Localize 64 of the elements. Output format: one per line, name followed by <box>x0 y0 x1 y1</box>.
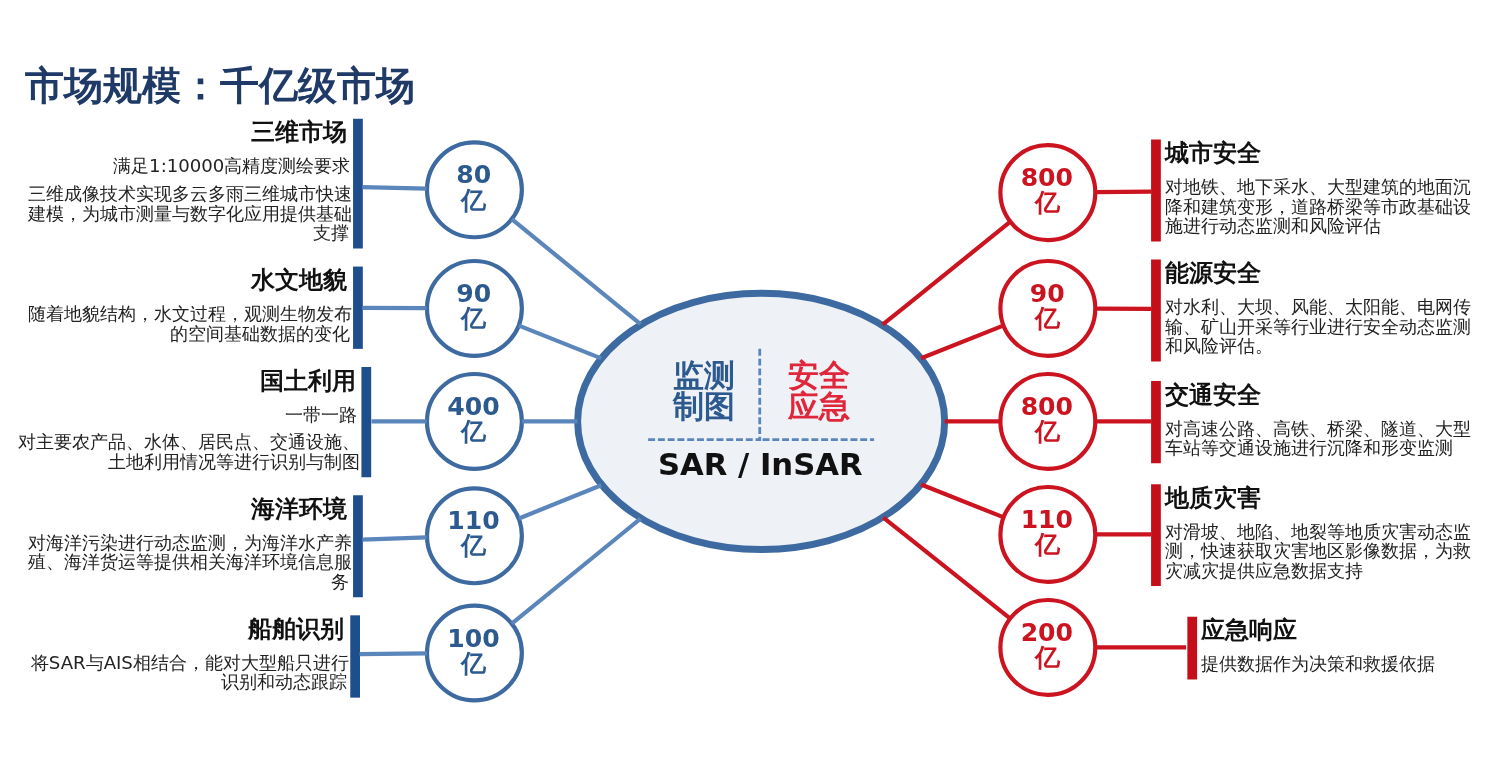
node-label: 三维市场 <box>251 117 348 146</box>
connector <box>518 482 602 520</box>
node-box <box>1187 616 1198 679</box>
connector <box>1095 531 1152 536</box>
node-label: 船舶识别 <box>248 614 345 643</box>
connector <box>920 482 1004 519</box>
node-label: 对海洋污染进行动态监测，为海洋水产养殖、海洋货运等提供相关海洋环境信息服务 <box>28 531 353 592</box>
node-label: 应急响应 <box>1201 615 1298 644</box>
connector <box>371 418 427 423</box>
node-label: 对高速公路、高铁、桥梁、隧道、大型车站等交通设施进行沉降和形变监测 <box>1165 417 1472 458</box>
node-box <box>353 494 363 597</box>
node-circle: 800亿 <box>998 371 1098 471</box>
node-label: 对水利、大坝、风能、太阳能、电网传输、矿山开采等行业进行安全动态监测和风险评估。 <box>1165 295 1472 356</box>
node-label: 三维成像技术实现多云多雨三维城市快速建模，为城市测量与数字化应用提供基础支撑 <box>28 182 353 243</box>
node-label: 城市安全 <box>1165 138 1262 167</box>
connector <box>881 219 1012 326</box>
node-label: 提供数据作为决策和救援依据 <box>1201 652 1436 674</box>
node-label: 海洋环境 <box>251 494 348 523</box>
node-label: 满足1:10000高精度测绘要求 <box>113 154 351 176</box>
node-box <box>353 118 363 248</box>
node-ellipse: 监测制图 安全应急 SAR / InSAR <box>574 289 949 553</box>
node-box <box>1151 380 1161 463</box>
connector <box>1095 418 1152 423</box>
connector <box>510 217 642 326</box>
node-circle: 80亿 <box>424 139 524 239</box>
node-circle: 100亿 <box>424 602 524 702</box>
node-circle: 110亿 <box>998 484 1098 584</box>
node-circle: 90亿 <box>424 258 524 358</box>
node-circle: 110亿 <box>424 485 524 585</box>
node-label: 水文地貌 <box>251 265 348 294</box>
connector <box>362 534 427 542</box>
diagram-title: 市场规模：千亿级市场 <box>25 62 416 108</box>
connector <box>359 650 427 656</box>
node-circle: 400亿 <box>424 371 524 471</box>
connector <box>522 418 578 423</box>
connector <box>1095 644 1187 649</box>
node-box <box>1151 483 1161 586</box>
node-box <box>1151 259 1161 361</box>
node-circle: 90亿 <box>998 258 1098 358</box>
connector <box>920 323 1004 360</box>
node-box <box>1151 139 1161 241</box>
connector <box>944 418 1001 423</box>
node-label: 对主要农产品、水体、居民点、交通设施、土地利用情况等进行识别与制图 <box>18 430 361 472</box>
connector <box>882 515 1011 620</box>
node-label: 一带一路 <box>284 403 357 425</box>
node-circle: 800亿 <box>998 142 1098 242</box>
node-label: 国土利用 <box>259 366 356 395</box>
node-box <box>350 614 361 698</box>
connector <box>510 516 642 625</box>
node-label: 将SAR与AIS相结合，能对大型船只进行识别和动态跟踪 <box>30 651 349 692</box>
node-label: 地质灾害 <box>1165 483 1262 512</box>
connector <box>518 323 602 360</box>
connector <box>362 305 427 310</box>
node-box <box>361 366 372 477</box>
node-label: 能源安全 <box>1165 258 1262 287</box>
connector <box>1095 306 1152 311</box>
connector <box>362 184 427 191</box>
node-label: 对地铁、地下采水、大型建筑的地面沉降和建筑变形，道路桥梁等市政基础设施进行动态监测和风险评估 <box>1165 175 1472 236</box>
node-box <box>353 266 363 349</box>
node-circle: 200亿 <box>998 597 1098 697</box>
connector <box>1095 188 1152 194</box>
node-label: 交通安全 <box>1165 380 1262 409</box>
node-label: 随着地貌结构，水文过程，观测生物发布的空间基础数据的变化 <box>28 302 353 344</box>
node-label: 对滑坡、地陷、地裂等地质灾害动态监测，快速获取灾害地区影像数据，为救灾减灾提供应急数据支持 <box>1165 520 1472 581</box>
